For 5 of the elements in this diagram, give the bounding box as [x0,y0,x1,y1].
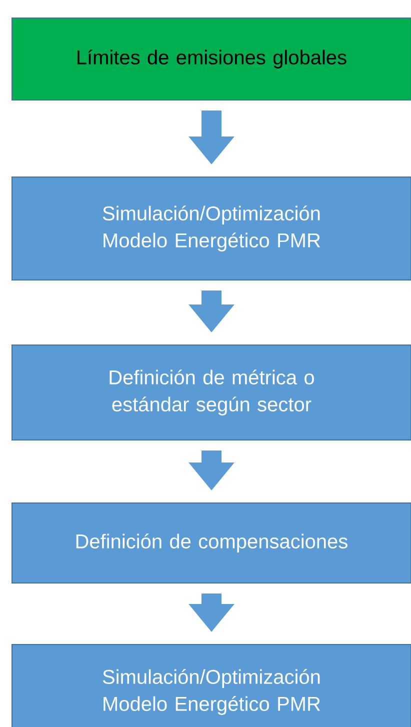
process-box: Definición de compensaciones [12,502,411,584]
process-box: Límites de emisiones globales [12,18,411,100]
process-box: Definición de métrica o estándar según sector [12,344,411,440]
process-box: Simulación/Optimización Modelo Energético PMR [12,644,411,727]
process-box: Simulación/Optimización Modelo Energético PMR [12,176,411,280]
